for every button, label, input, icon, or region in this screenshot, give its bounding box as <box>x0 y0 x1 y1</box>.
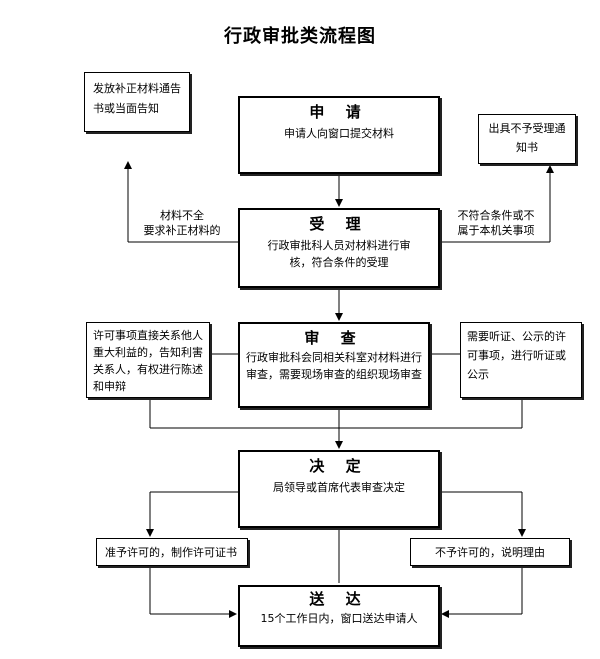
denied-text: 不予许可的，说明理由 <box>435 546 545 559</box>
approved-text: 准予许可的，制作许可证书 <box>105 546 237 559</box>
step-apply: 申 请 申请人向窗口提交材料 <box>238 96 440 174</box>
approved-box: 准予许可的，制作许可证书 <box>96 538 248 566</box>
step-apply-heading: 申 请 <box>309 103 369 121</box>
hearing-notice-text: 需要听证、公示的许可事项，进行听证或公示 <box>467 330 566 381</box>
step-decide-body: 局领导或首席代表审查决定 <box>273 481 405 494</box>
step-review-heading: 审 查 <box>304 329 364 347</box>
step-accept-heading: 受 理 <box>309 215 369 233</box>
step-accept: 受 理 行政审批科人员对材料进行审核，符合条件的受理 <box>238 208 440 288</box>
step-accept-body: 行政审批科人员对材料进行审核，符合条件的受理 <box>267 239 411 269</box>
third-party-interest-text: 许可事项直接关系他人重大利益的，告知利害关系人，有权进行陈述和申辩 <box>93 329 203 393</box>
step-review: 审 查 行政审批科会同相关科室对材料进行审查，需要现场审查的组织现场审查 <box>238 322 430 408</box>
rejection-notice-box: 出具不予受理通知书 <box>478 114 576 164</box>
incomplete-materials-label: 材料不全 要求补正材料的 <box>143 209 221 237</box>
step-deliver-body: 15个工作日内，窗口送达申请人 <box>260 612 418 625</box>
hearing-notice-box: 需要听证、公示的许可事项，进行听证或公示 <box>460 322 582 398</box>
rejection-notice-text: 出具不予受理通知书 <box>488 122 566 154</box>
correction-notice-box: 发放补正材料通告书或当面告知 <box>84 72 190 132</box>
step-deliver: 送 达 15个工作日内，窗口送达申请人 <box>238 585 440 647</box>
not-eligible-label: 不符合条件或不 属于本机关事项 <box>457 209 535 237</box>
step-apply-body: 申请人向窗口提交材料 <box>284 127 394 140</box>
step-decide: 决 定 局领导或首席代表审查决定 <box>238 450 440 528</box>
correction-notice-text: 发放补正材料通告书或当面告知 <box>93 82 181 115</box>
page-title: 行政审批类流程图 <box>224 26 376 47</box>
step-decide-heading: 决 定 <box>309 457 369 475</box>
denied-box: 不予许可的，说明理由 <box>410 538 570 566</box>
step-deliver-heading: 送 达 <box>309 590 369 608</box>
third-party-interest-box: 许可事项直接关系他人重大利益的，告知利害关系人，有权进行陈述和申辩 <box>86 322 210 398</box>
step-review-body: 行政审批科会同相关科室对材料进行审查，需要现场审查的组织现场审查 <box>246 351 422 381</box>
